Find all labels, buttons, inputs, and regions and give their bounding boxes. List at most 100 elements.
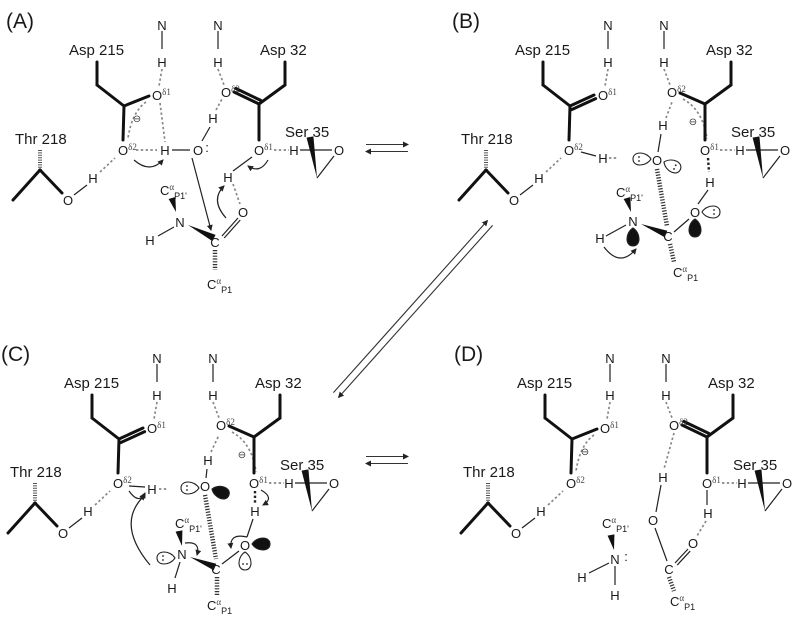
- carboxyl-o: O: [688, 536, 698, 551]
- electron-dot: [713, 213, 715, 215]
- lobe-shape: [632, 152, 652, 166]
- backbone-n: N: [603, 18, 612, 33]
- bond: [252, 416, 282, 439]
- water-h: H: [598, 151, 607, 166]
- water-o: O: [193, 143, 203, 158]
- oxyanion-o: O: [690, 205, 700, 220]
- bond: [588, 562, 610, 574]
- backbone-n: N: [152, 351, 161, 366]
- substrate-n: N: [175, 215, 184, 230]
- hashed-bond: [654, 168, 670, 227]
- hydrogen-bond: [153, 401, 158, 420]
- bond: [457, 168, 488, 202]
- thr218-label: Thr 218: [463, 464, 515, 481]
- double-bond: [232, 90, 261, 106]
- double-bond: [117, 426, 145, 441]
- ser35-wedge: [752, 136, 763, 178]
- bond: [116, 437, 121, 475]
- thr218-h: H: [83, 504, 92, 519]
- asp32-label: Asp 32: [255, 375, 302, 392]
- double-bond: [680, 423, 709, 439]
- calpha-p1prime: CαP1': [602, 515, 629, 534]
- ser35-h: H: [735, 143, 744, 158]
- thr218-o: O: [509, 193, 519, 208]
- calpha-p1prime: CαP1': [160, 182, 187, 201]
- thr218-label: Thr 218: [461, 131, 513, 148]
- asp32-od2: Oδ2: [669, 417, 688, 433]
- hydroxyl-o: O: [200, 479, 210, 494]
- lobe-shape: [156, 551, 176, 565]
- bond: [73, 184, 88, 196]
- equilibrium-arrows: [332, 141, 494, 467]
- negative-charge-icon: ⊖: [689, 117, 697, 128]
- bond: [762, 155, 781, 179]
- ser35-h: H: [284, 476, 293, 491]
- bond: [764, 488, 783, 512]
- carbonyl-o: O: [238, 205, 248, 220]
- lobe-shape: [251, 537, 271, 551]
- hydrogen-bond: [99, 157, 116, 173]
- bond: [157, 226, 175, 237]
- panel-label: (D): [454, 343, 483, 366]
- calpha-p1: CαP1: [670, 593, 695, 612]
- asp215-od2: Oδ2: [564, 142, 583, 158]
- amine-h: H: [610, 588, 619, 603]
- thr218-h: H: [88, 171, 97, 186]
- double-bond: [676, 550, 691, 566]
- curved-arrow: [184, 542, 202, 556]
- electron-dot: [186, 485, 188, 487]
- lobe-shape: [180, 481, 200, 495]
- hashed-bond: [667, 243, 677, 263]
- bond: [68, 517, 83, 529]
- backbone-h: H: [661, 388, 670, 403]
- tetrahedral-c: C: [211, 562, 220, 577]
- asp32-h: H: [223, 170, 232, 185]
- bond: [541, 83, 572, 108]
- panel-label: (A): [6, 10, 34, 33]
- curved-arrow: [128, 490, 146, 500]
- hydrogen-bond: [696, 520, 707, 537]
- orbital-lobe: [701, 205, 721, 219]
- nucleophilic-attack-arrow: [191, 157, 213, 231]
- ser35-label: Ser 35: [733, 457, 777, 474]
- bond: [221, 550, 240, 565]
- tetrahedral-c: C: [663, 229, 672, 244]
- filled-orbital-lobe: [211, 485, 230, 500]
- hydroxyl-h: H: [658, 118, 667, 133]
- water-h: H: [160, 143, 169, 158]
- backbone-h: H: [659, 55, 668, 70]
- substrate-n: N: [628, 214, 637, 229]
- bond: [580, 151, 597, 157]
- bond: [519, 184, 534, 196]
- asp32-od2: Oδ2: [667, 84, 686, 100]
- amine-h: H: [577, 570, 586, 585]
- double-bond: [221, 217, 239, 237]
- b-c-equilibrium-forward-arrow: [337, 224, 494, 399]
- thr218-label: Thr 218: [10, 464, 62, 481]
- curved-arrow: [130, 494, 151, 566]
- asp32-od1: Oδ1: [254, 142, 273, 158]
- bond: [95, 83, 126, 108]
- bond: [567, 104, 572, 142]
- substrate-h: H: [167, 581, 176, 596]
- hydrogen-bond: [215, 98, 223, 111]
- asp32-h: H: [250, 504, 259, 519]
- hydrogen-bond: [158, 68, 163, 87]
- electron-dot: [186, 489, 188, 491]
- filled-orbital-lobe: [251, 537, 271, 551]
- bond: [311, 488, 330, 512]
- backbone-h: H: [213, 55, 222, 70]
- orbital-lobe: [663, 159, 682, 174]
- wedge-bond: [623, 197, 631, 212]
- asp215-od2: Oδ2: [113, 475, 132, 491]
- asp215-label: Asp 215: [515, 42, 570, 59]
- bond: [459, 501, 490, 535]
- electron-dot: [638, 156, 640, 158]
- double-bond: [570, 97, 598, 112]
- backbone-n: N: [213, 18, 222, 33]
- ser35-label: Ser 35: [280, 457, 324, 474]
- bond: [33, 501, 59, 528]
